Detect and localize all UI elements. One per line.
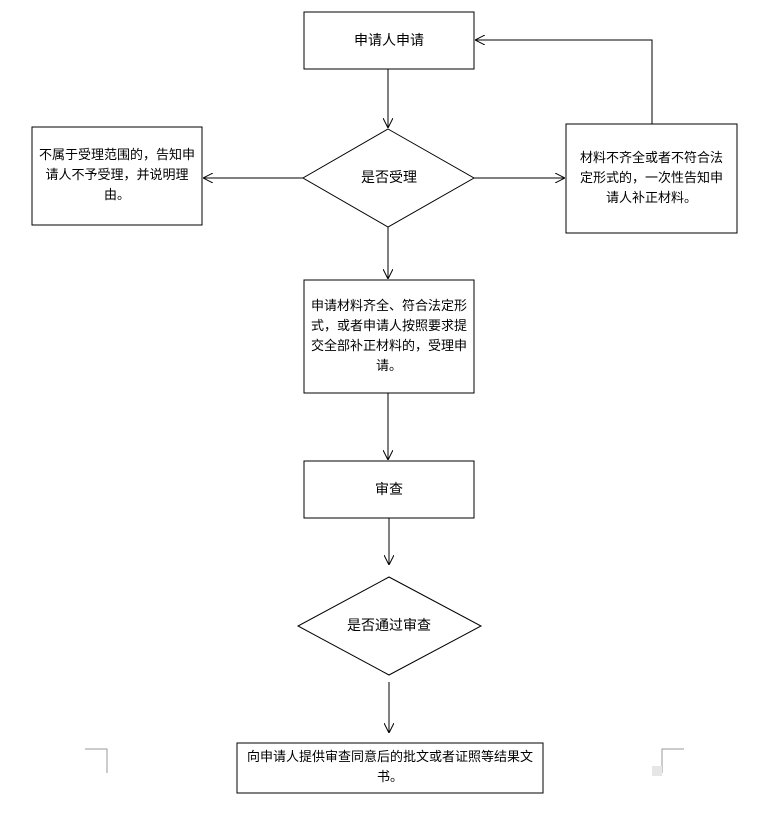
page-corner-square	[652, 766, 662, 776]
accept-decision-label: 是否受理	[361, 170, 417, 186]
supplement-label: 材料不齐全或者不符合法定形式的，一次性告知申请人补正材料。	[579, 150, 723, 206]
page-corner-mark-left	[85, 748, 108, 773]
reject-box	[31, 126, 203, 226]
result-label: 向申请人提供审查同意后的批文或者证照等结果文书。	[246, 750, 533, 785]
result-box	[236, 742, 544, 794]
arrow-supplement-to-apply	[475, 40, 653, 124]
page-corner-mark-right	[661, 748, 684, 773]
apply-box	[303, 11, 475, 70]
accept-box	[303, 279, 475, 394]
pass-decision-diamond	[296, 576, 483, 676]
accept-label: 申请材料齐全、符合法定形式，或者申请人按照要求提交全部补正材料的，受理申请。	[311, 298, 468, 374]
review-label: 审查	[375, 481, 403, 498]
reject-label: 不属于受理范围的，告知申请人不予受理，并说明理由。	[38, 148, 195, 203]
review-box	[303, 460, 475, 519]
pass-decision-label: 是否通过审查	[347, 618, 431, 634]
apply-label: 申请人申请	[354, 32, 424, 49]
